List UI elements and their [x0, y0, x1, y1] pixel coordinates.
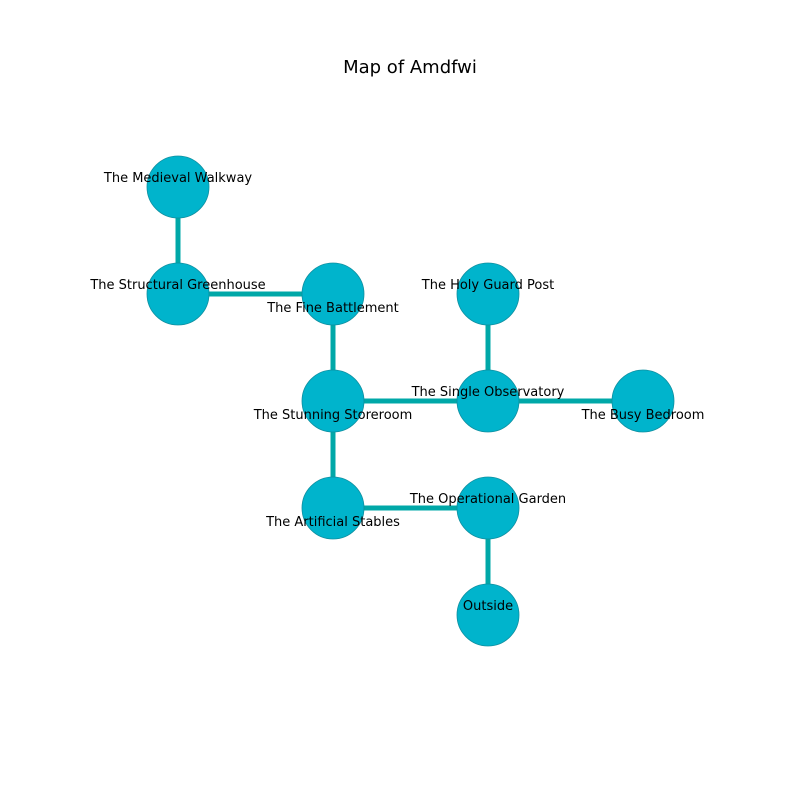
room-node-single-observatory	[456, 369, 520, 433]
room-label-operational-garden: The Operational Garden	[409, 492, 566, 507]
room-node-medieval-walkway	[146, 155, 210, 219]
room-label-artificial-stables: The Artificial Stables	[265, 515, 400, 530]
room-label-single-observatory: The Single Observatory	[411, 385, 565, 400]
rooms-layer	[146, 155, 675, 647]
room-node-holy-guard-post	[456, 262, 520, 326]
room-node-stunning-storeroom	[301, 369, 365, 433]
room-node-busy-bedroom	[611, 369, 675, 433]
room-node-operational-garden	[456, 476, 520, 540]
room-node-outside	[456, 583, 520, 647]
connections-layer	[175, 187, 643, 615]
room-label-fine-battlement: The Fine Battlement	[266, 301, 399, 316]
room-label-structural-greenhouse: The Structural Greenhouse	[89, 278, 265, 293]
room-label-busy-bedroom: The Busy Bedroom	[581, 408, 705, 423]
room-node-artificial-stables	[301, 476, 365, 540]
room-node-fine-battlement	[301, 262, 365, 326]
room-label-outside: Outside	[463, 599, 513, 614]
map-title: Map of Amdfwi	[343, 57, 477, 78]
room-label-stunning-storeroom: The Stunning Storeroom	[253, 408, 413, 423]
room-node-structural-greenhouse	[146, 262, 210, 326]
room-label-holy-guard-post: The Holy Guard Post	[421, 278, 554, 293]
room-label-medieval-walkway: The Medieval Walkway	[103, 171, 253, 186]
